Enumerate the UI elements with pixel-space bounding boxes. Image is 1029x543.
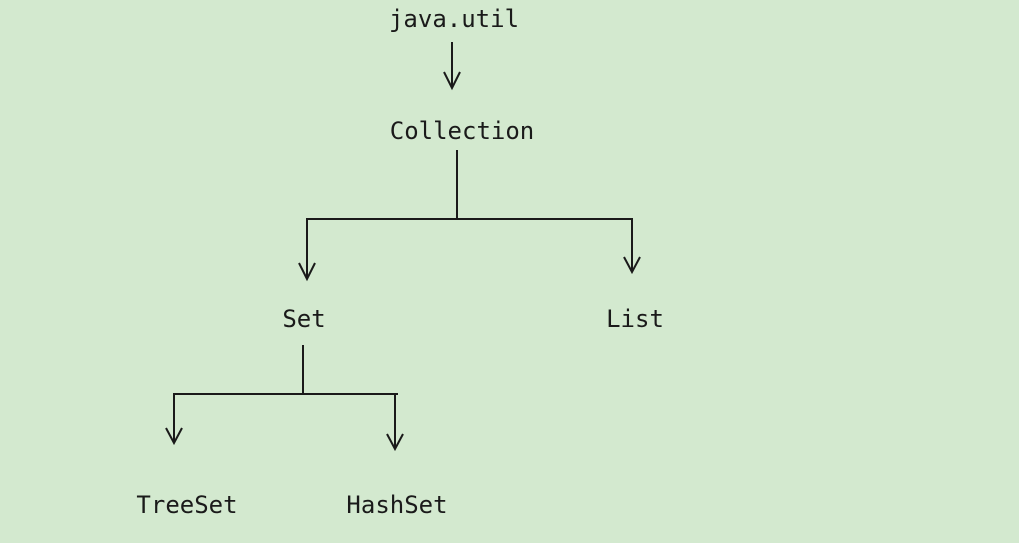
arrowhead-list xyxy=(623,256,641,275)
arrowhead-set xyxy=(298,262,316,282)
arrowhead-collection xyxy=(443,71,461,91)
node-hashset: HashSet xyxy=(346,491,448,519)
node-java-util: java.util xyxy=(388,5,520,33)
arrowhead-hashset xyxy=(386,433,404,452)
node-list: List xyxy=(606,305,664,333)
node-set: Set xyxy=(282,305,326,333)
node-treeset: TreeSet xyxy=(136,491,238,519)
arrowhead-treeset xyxy=(165,427,183,446)
node-collection: Collection xyxy=(389,117,535,145)
